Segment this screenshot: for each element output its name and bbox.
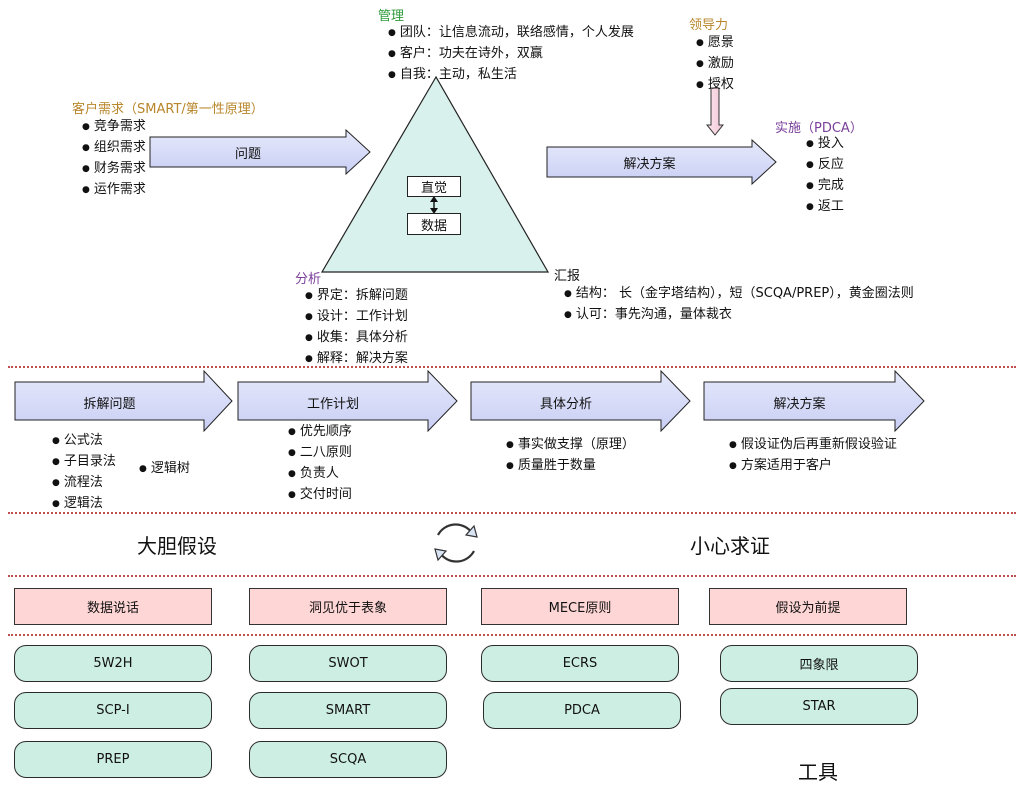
divider-1 bbox=[8, 366, 1016, 368]
step4-list: 假设证伪后再重新假设验证 方案适用于客户 bbox=[729, 435, 897, 477]
report-title: 汇报 bbox=[554, 269, 581, 284]
leadership-title: 领导力 bbox=[689, 18, 729, 33]
customer-need-item: 运作需求 bbox=[82, 180, 146, 201]
principle-box: 洞见优于表象 bbox=[249, 588, 447, 625]
customer-needs-list: 竞争需求 组织需求 财务需求 运作需求 bbox=[82, 117, 146, 201]
tool-pill: STAR bbox=[720, 688, 918, 725]
intuition-box: 直觉 bbox=[407, 176, 461, 197]
analysis-item: 设计：工作计划 bbox=[305, 307, 408, 328]
step1-item: 子目录法 bbox=[52, 452, 116, 473]
step1-list: 公式法 子目录法 流程法 逻辑法 bbox=[52, 431, 116, 515]
step-label-3: 具体分析 bbox=[539, 397, 592, 412]
tool-pill: SMART bbox=[249, 692, 447, 729]
data-box: 数据 bbox=[407, 213, 461, 235]
implementation-title: 实施（PDCA） bbox=[775, 121, 863, 136]
step-arrow-4 bbox=[703, 369, 925, 433]
cycle-icon bbox=[434, 523, 478, 563]
customer-needs-title: 客户需求（SMART/第一性原理） bbox=[72, 102, 264, 117]
analysis-item: 界定：拆解问题 bbox=[305, 286, 408, 307]
tool-pill: ECRS bbox=[481, 645, 679, 682]
analysis-item: 解释：解决方案 bbox=[305, 349, 408, 370]
problem-arrow-shape bbox=[149, 128, 371, 176]
principle-box: MECE原则 bbox=[481, 588, 679, 625]
report-list: 结构： 长（金字塔结构），短（SCQA/PREP），黄金圈法则 认可：事先沟通，… bbox=[564, 284, 914, 326]
step3-item: 事实做支撑（原理） bbox=[506, 435, 635, 456]
thinking-triangle bbox=[320, 75, 550, 273]
customer-need-item: 竞争需求 bbox=[82, 117, 146, 138]
step3-item: 质量胜于数量 bbox=[506, 456, 635, 477]
management-item: 客户：功夫在诗外，双赢 bbox=[388, 44, 634, 65]
step1-item: 公式法 bbox=[52, 431, 116, 452]
customer-need-item: 财务需求 bbox=[82, 159, 146, 180]
step1-extra-list: 逻辑树 bbox=[139, 459, 190, 480]
report-item: 结构： 长（金字塔结构），短（SCQA/PREP），黄金圈法则 bbox=[564, 284, 914, 305]
leadership-list: 愿景 激励 授权 bbox=[696, 33, 734, 96]
tool-pill: 四象限 bbox=[720, 645, 918, 682]
step-label-4: 解决方案 bbox=[773, 397, 826, 412]
management-item: 自我：主动，私生活 bbox=[388, 65, 634, 86]
step-label-2: 工作计划 bbox=[306, 397, 359, 412]
step2-item: 负责人 bbox=[288, 464, 352, 485]
solution-arrow-label: 解决方案 bbox=[623, 157, 676, 172]
implementation-item: 投入 bbox=[806, 134, 844, 155]
tool-pill: SCP-I bbox=[14, 692, 212, 729]
step1-extra-item: 逻辑树 bbox=[139, 459, 190, 480]
analysis-list: 界定：拆解问题 设计：工作计划 收集：具体分析 解释：解决方案 bbox=[305, 286, 408, 370]
implementation-list: 投入 反应 完成 返工 bbox=[806, 134, 844, 218]
implementation-item: 完成 bbox=[806, 176, 844, 197]
leadership-item: 愿景 bbox=[696, 33, 734, 54]
leadership-item: 激励 bbox=[696, 54, 734, 75]
tool-pill: PDCA bbox=[483, 692, 681, 729]
step-arrow-2 bbox=[237, 369, 458, 433]
report-item: 认可：事先沟通，量体裁衣 bbox=[564, 305, 914, 326]
step1-item: 流程法 bbox=[52, 473, 116, 494]
connector-up-head bbox=[430, 196, 438, 202]
step2-list: 优先顺序 二八原则 负责人 交付时间 bbox=[288, 422, 352, 506]
analysis-title: 分析 bbox=[295, 272, 322, 287]
step2-item: 优先顺序 bbox=[288, 422, 352, 443]
tool-pill: PREP bbox=[14, 741, 212, 778]
implementation-item: 返工 bbox=[806, 197, 844, 218]
connector-down-head bbox=[430, 208, 438, 214]
leadership-item: 授权 bbox=[696, 75, 734, 96]
bold-hypothesis-label: 大胆假设 bbox=[137, 534, 217, 558]
step3-list: 事实做支撑（原理） 质量胜于数量 bbox=[506, 435, 635, 477]
principle-box: 数据说话 bbox=[14, 588, 212, 625]
implementation-item: 反应 bbox=[806, 155, 844, 176]
step2-item: 二八原则 bbox=[288, 443, 352, 464]
step-arrow-1 bbox=[14, 369, 233, 433]
divider-2 bbox=[8, 512, 1016, 514]
management-list: 团队：让信息流动，联络感情，个人发展 客户：功夫在诗外，双赢 自我：主动，私生活 bbox=[388, 23, 634, 86]
tools-label: 工具 bbox=[798, 760, 838, 784]
step2-item: 交付时间 bbox=[288, 485, 352, 506]
principle-box: 假设为前提 bbox=[709, 588, 907, 625]
analysis-item: 收集：具体分析 bbox=[305, 328, 408, 349]
divider-4 bbox=[8, 634, 1016, 636]
step4-item: 假设证伪后再重新假设验证 bbox=[729, 435, 897, 456]
management-title: 管理 bbox=[378, 9, 405, 24]
tool-pill: SCQA bbox=[249, 741, 447, 778]
step-arrow-3 bbox=[470, 369, 691, 433]
tool-pill: SWOT bbox=[249, 645, 447, 682]
problem-arrow-label: 问题 bbox=[234, 147, 261, 162]
tool-pill: 5W2H bbox=[14, 645, 212, 682]
step1-item: 逻辑法 bbox=[52, 494, 116, 515]
step-label-1: 拆解问题 bbox=[83, 397, 136, 412]
solution-arrow-shape bbox=[546, 138, 777, 186]
careful-verification-label: 小心求证 bbox=[690, 534, 770, 558]
customer-need-item: 组织需求 bbox=[82, 138, 146, 159]
divider-3 bbox=[8, 575, 1016, 577]
management-item: 团队：让信息流动，联络感情，个人发展 bbox=[388, 23, 634, 44]
step4-item: 方案适用于客户 bbox=[729, 456, 897, 477]
